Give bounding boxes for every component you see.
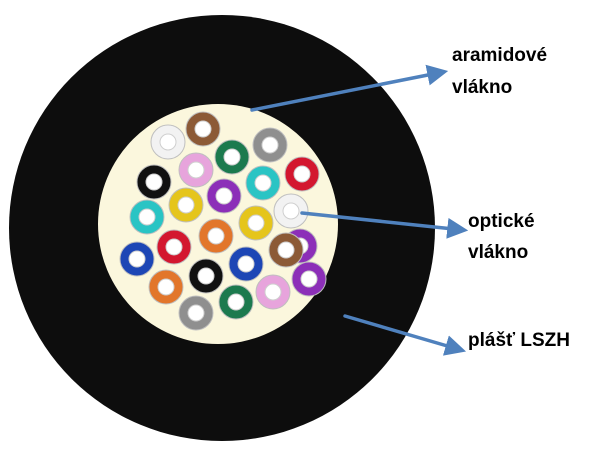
optical-fibers-bundle xyxy=(119,111,327,331)
optical-fiber-black xyxy=(136,164,172,200)
fiber-core xyxy=(145,173,163,191)
fiber-core xyxy=(157,278,175,296)
optical-fiber-green xyxy=(218,284,254,320)
fiber-core xyxy=(194,120,212,138)
optical-fiber-pink xyxy=(178,152,214,188)
optical-fiber-orange xyxy=(148,269,184,305)
optical-fiber-red xyxy=(284,156,320,192)
fiber-core xyxy=(165,238,183,256)
fiber-core xyxy=(277,241,295,259)
optical-fiber-violet xyxy=(291,261,327,297)
fiber-core xyxy=(207,227,225,245)
fiber-core xyxy=(227,293,245,311)
fiber-core xyxy=(282,202,300,220)
optical-fiber-gray xyxy=(252,127,288,163)
optical-fiber-white xyxy=(150,124,186,160)
optical-fiber-gray xyxy=(178,295,214,331)
optical-fiber-green xyxy=(214,139,250,175)
arrow-jacket xyxy=(343,314,467,356)
fiber-core xyxy=(159,133,177,151)
optical-fiber-brown xyxy=(185,111,221,147)
fiber-core xyxy=(197,267,215,285)
fiber-core xyxy=(223,148,241,166)
fiber-core xyxy=(187,304,205,322)
fiber-core xyxy=(177,196,195,214)
label-aramid-fiber-line1: aramidové xyxy=(452,45,548,66)
fiber-core xyxy=(215,187,233,205)
fiber-core xyxy=(261,136,279,154)
fiber-core xyxy=(264,283,282,301)
fiber-core xyxy=(300,270,318,288)
fiber-core xyxy=(254,174,272,192)
optical-fiber-black xyxy=(188,258,224,294)
optical-fiber-violet xyxy=(206,178,242,214)
label-optical-fiber-line1: optické xyxy=(468,211,535,232)
optical-fiber-white xyxy=(273,193,309,229)
optical-fiber-yellow xyxy=(168,187,204,223)
fiber-core xyxy=(128,250,146,268)
optical-fiber-aqua xyxy=(129,199,165,235)
label-optical-fiber-line2: vlákno xyxy=(468,242,529,263)
label-lszh-jacket: plášť LSZH xyxy=(468,330,571,351)
arrow-aramid xyxy=(250,64,449,112)
fiber-core xyxy=(187,161,205,179)
optical-fiber-pink xyxy=(255,274,291,310)
fiber-core xyxy=(293,165,311,183)
optical-fiber-yellow xyxy=(238,205,274,241)
label-aramid-fiber-line2: vlákno xyxy=(452,77,513,98)
optical-fiber-blue xyxy=(228,246,264,282)
optical-fiber-orange xyxy=(198,218,234,254)
fiber-core xyxy=(237,255,255,273)
optical-fiber-brown xyxy=(268,232,304,268)
fiber-core xyxy=(247,214,265,232)
optical-fiber-blue xyxy=(119,241,155,277)
optical-fiber-red xyxy=(156,229,192,265)
fiber-core xyxy=(138,208,156,226)
arrow-fiber xyxy=(300,211,469,239)
optical-fiber-aqua xyxy=(245,165,281,201)
